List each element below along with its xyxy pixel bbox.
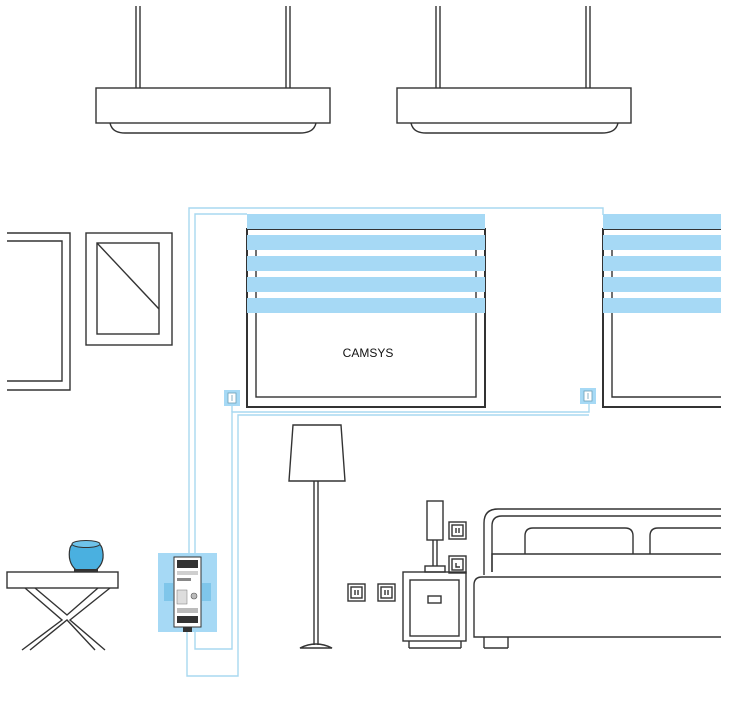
window-left [246, 214, 486, 408]
blind-switch-right [580, 388, 596, 404]
floor-lamp [288, 424, 346, 649]
blind-switch-left [224, 390, 240, 406]
blind-slat [603, 298, 721, 313]
blind-slat [247, 235, 485, 250]
blind-slat [247, 256, 485, 271]
side-table [6, 571, 119, 651]
vase [68, 540, 104, 572]
wall-socket [347, 583, 366, 602]
ceiling-lamp-right [396, 6, 632, 134]
brand-label: CAMSYS [343, 346, 394, 360]
wall-socket [448, 521, 467, 540]
picture-frame-left [7, 232, 71, 391]
thermostat-icon [448, 555, 467, 574]
blind-slat [603, 235, 721, 250]
blind-slat [603, 256, 721, 271]
blind-slat [247, 298, 485, 313]
blind-slat [603, 214, 721, 229]
table-lamp [424, 500, 446, 573]
nightstand [402, 571, 467, 649]
picture-frame-diagonal [85, 232, 173, 346]
window-right [602, 214, 721, 408]
blind-slat [603, 277, 721, 292]
blind-slat [247, 277, 485, 292]
bed [473, 508, 721, 649]
blind-slat [247, 214, 485, 229]
ceiling-lamp-left [95, 6, 331, 134]
wall-socket [377, 583, 396, 602]
controller-module [158, 553, 217, 632]
